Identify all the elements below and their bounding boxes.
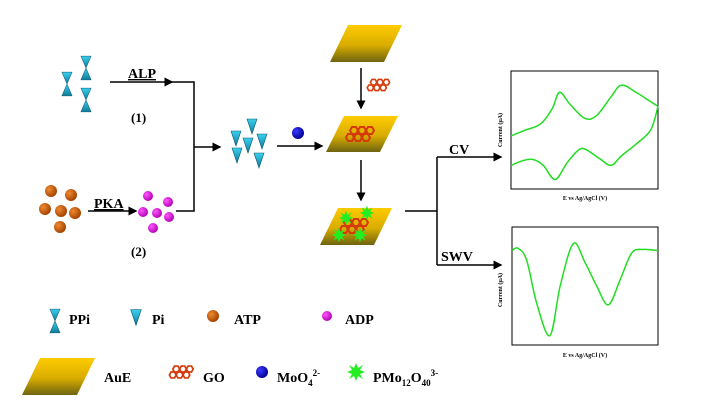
cv-curve-reverse <box>510 106 659 181</box>
swv-ylabel: Current (μA) <box>497 273 504 307</box>
cv-ylabel: Current (μA) <box>497 113 504 147</box>
legend-adp-label: ADP <box>345 313 374 328</box>
adp-sphere-icon <box>322 311 332 321</box>
ppi-hourglass-icon <box>49 308 61 334</box>
swv-xlabel: E vs Ag/AgCl (V) <box>563 352 607 359</box>
alp-step-label: (1) <box>131 110 146 125</box>
atp-sphere-icon <box>207 310 219 322</box>
alp-label: ALP <box>128 67 156 82</box>
merge-connector <box>172 81 195 212</box>
pka-step-label: (2) <box>131 244 146 259</box>
atp-cluster <box>39 185 81 233</box>
legend-pmo-label: PMo12O403- <box>373 368 438 388</box>
molybdate-sphere <box>292 127 304 139</box>
cv-chart: E vs Ag/AgCl (V) Current (μA) <box>497 70 659 202</box>
legend: PPi Pi ATP ADP AuE GO MoO42- PMo12O403- <box>22 308 438 395</box>
pi-cluster <box>230 118 268 169</box>
legend-atp-label: ATP <box>234 313 261 328</box>
cv-chart-frame <box>510 70 659 190</box>
cv-xlabel: E vs Ag/AgCl (V) <box>563 195 607 202</box>
molybdate-sphere-icon <box>256 366 268 378</box>
bare-electrode <box>330 25 402 62</box>
swv-curve-swv <box>511 242 659 337</box>
pmo-star-icon <box>347 363 365 381</box>
go-hexagon-icon <box>168 365 195 379</box>
pi-triangle-icon <box>130 309 142 326</box>
cv-curve-forward <box>510 84 659 137</box>
swv-label: SWV <box>441 250 473 265</box>
legend-molybdate-label: MoO42- <box>277 368 320 388</box>
legend-pi-label: Pi <box>152 313 165 328</box>
go-icon <box>366 78 391 92</box>
legend-ppi-label: PPi <box>69 313 90 328</box>
legend-aue-label: AuE <box>104 371 131 386</box>
aue-electrode-icon <box>22 358 95 395</box>
ppi-cluster <box>61 55 92 113</box>
legend-go-label: GO <box>203 371 225 386</box>
pka-label: PKA <box>94 197 124 212</box>
swv-chart-frame <box>511 226 659 346</box>
adp-cluster <box>138 191 174 233</box>
cv-label: CV <box>449 143 469 158</box>
swv-chart: E vs Ag/AgCl (V) Current (μA) <box>497 226 659 359</box>
